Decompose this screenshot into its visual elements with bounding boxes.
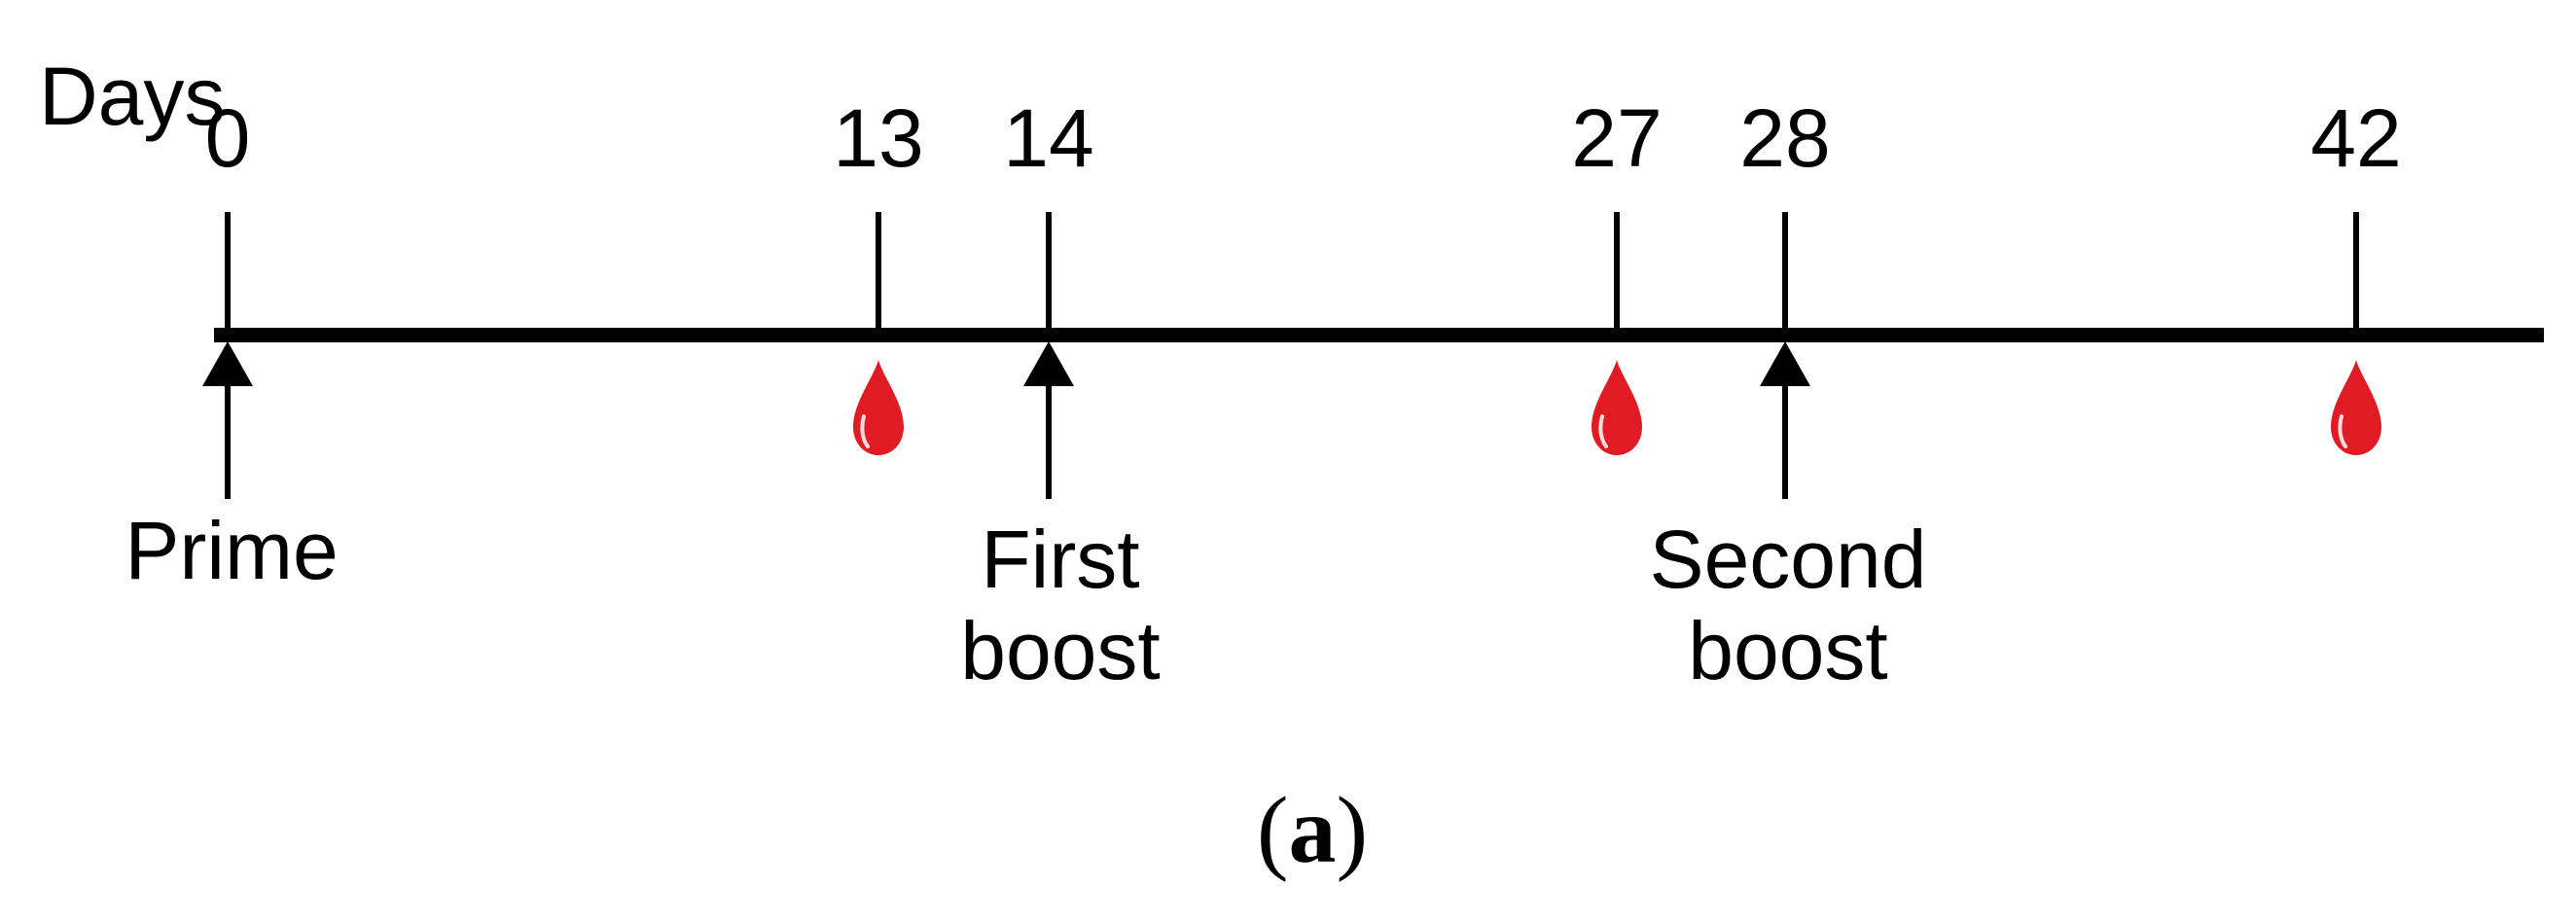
event-label-prime: Prime: [125, 505, 338, 596]
event-label-line: First: [981, 514, 1140, 605]
event-label-second-boost: Second boost: [1650, 514, 1927, 696]
event-label-line: boost: [960, 605, 1161, 696]
blood-drop-icon: [1592, 358, 1642, 457]
event-label-line: Second: [1649, 514, 1927, 605]
day-tick: [1046, 212, 1052, 330]
caption-open-paren: (: [1256, 778, 1289, 883]
blood-drop-highlight: [1598, 414, 1608, 448]
blood-drop-svg: [2331, 360, 2381, 455]
day-number: 28: [1739, 92, 1831, 184]
event-label-line: boost: [1688, 605, 1888, 696]
day-number: 42: [2310, 92, 2402, 184]
blood-drop-shape: [1592, 360, 1642, 455]
caption-close-paren: ): [1336, 778, 1369, 883]
figure-caption: (a): [1257, 783, 1368, 878]
day-tick: [225, 212, 231, 330]
day-tick: [1782, 212, 1788, 330]
blood-drop-shape: [2331, 360, 2381, 455]
blood-drop-highlight: [2338, 414, 2347, 448]
day-tick: [1614, 212, 1620, 330]
blood-drop-highlight: [860, 414, 870, 448]
caption-letter: a: [1288, 778, 1337, 883]
arrow-shaft: [225, 370, 231, 499]
event-label-line: Prime: [125, 505, 339, 596]
day-number: 0: [204, 92, 251, 184]
blood-drop-svg: [853, 360, 904, 455]
blood-drop-shape: [853, 360, 904, 455]
arrow-shaft: [1782, 370, 1788, 499]
blood-drop-icon: [2331, 358, 2381, 457]
day-number: 14: [1003, 92, 1094, 184]
event-label-first-boost: First boost: [960, 514, 1161, 696]
day-number: 13: [833, 92, 924, 184]
arrow-shaft: [1046, 370, 1052, 499]
blood-drop-icon: [853, 358, 904, 457]
day-tick: [876, 212, 881, 330]
axis-title: Days: [39, 51, 226, 142]
day-tick: [2353, 212, 2359, 330]
timeline-bar: [214, 328, 2544, 342]
day-number: 27: [1571, 92, 1663, 184]
blood-drop-svg: [1592, 360, 1642, 455]
